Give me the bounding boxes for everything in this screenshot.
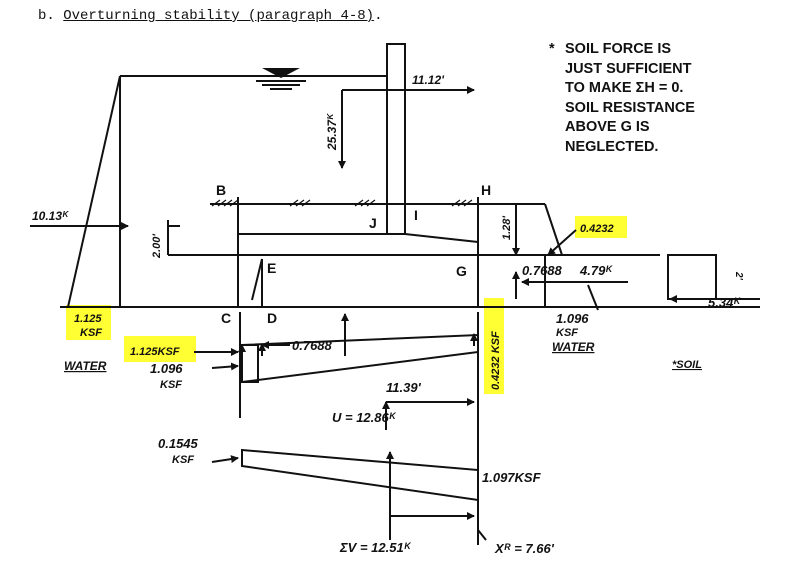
- dim-1-28: 1.28': [501, 216, 513, 240]
- ksf-1-096-right: KSF: [556, 327, 578, 339]
- heading-title: Overturning stability (paragraph 4-8): [63, 8, 375, 24]
- point-J: J: [369, 215, 377, 231]
- force-10-13: 10.13ᴷ: [32, 209, 69, 223]
- val-0-7688-right: 0.7688: [522, 263, 563, 278]
- wall-structure: [60, 43, 760, 308]
- highlight-0-4232-vertical: [484, 298, 504, 394]
- water-pressure-slope: [67, 75, 121, 308]
- val-0-4232-right: 0.4232: [580, 223, 614, 235]
- force-5-34: 5.34ᴷ: [708, 295, 741, 310]
- dist-11-39: 11.39': [386, 380, 422, 395]
- water-ksf-unit: KSF: [80, 327, 102, 339]
- soil-label: *SOIL: [672, 359, 702, 371]
- point-I: I: [414, 207, 418, 223]
- force-25-37: 25.37ᴷ: [325, 113, 339, 151]
- note-line: SOIL RESISTANCE: [565, 99, 695, 116]
- ksf-0-4232-vertical: 0.4232 KSF: [490, 331, 502, 390]
- heading-prefix: b.: [38, 8, 55, 24]
- soil-block: [667, 254, 717, 300]
- water-label-left: WATER: [64, 359, 107, 373]
- uplift-total: U = 12.86ᴷ: [332, 410, 397, 425]
- water-label-right: WATER: [552, 340, 595, 354]
- note-star: *: [549, 41, 555, 57]
- force-4-79: 4.79ᴷ: [579, 263, 613, 278]
- ksf-1-096-left: KSF: [160, 379, 182, 391]
- force-arrows: [167, 86, 760, 311]
- soil-wedge: [544, 203, 563, 256]
- soil-force-note: * SOIL FORCE IS JUST SUFFICIENT TO MAKE …: [549, 40, 765, 157]
- val-1-096-right: 1.096: [556, 311, 589, 326]
- note-line: SOIL FORCE IS: [565, 41, 672, 57]
- dim-2: 2': [733, 271, 744, 281]
- section-heading: b. Overturning stability (paragraph 4-8)…: [38, 8, 382, 24]
- note-line: TO MAKE ΣH = 0.: [565, 80, 684, 96]
- val-0-4232-pointer: [547, 229, 577, 256]
- pointer-1-096-left: [211, 362, 239, 371]
- point-G: G: [456, 263, 467, 279]
- note-line: ABOVE G IS: [565, 119, 650, 135]
- pointer-1-096: [587, 284, 599, 311]
- point-B: B: [216, 182, 226, 198]
- point-D: D: [267, 310, 277, 326]
- dist-11-12: 11.12': [412, 73, 445, 87]
- sum-v: ΣV = 12.51ᴷ: [339, 540, 412, 555]
- water-surface-icon: [256, 68, 306, 90]
- wall-stem: [386, 43, 406, 235]
- pointer-x-r: [477, 529, 487, 541]
- point-E: E: [267, 260, 276, 276]
- point-H: H: [481, 182, 491, 198]
- val-1-096-left: 1.096: [150, 361, 183, 376]
- pointer-0-1545: [211, 455, 239, 464]
- stem-slope: [404, 233, 479, 243]
- highlight-0-4232-right: [575, 216, 627, 238]
- val-0-7688-mid: 0.7688: [292, 338, 333, 353]
- ksf-0-1545: KSF: [172, 454, 194, 466]
- water-pressure-diagram: [30, 75, 388, 308]
- resultant-trapezoid: [241, 448, 479, 502]
- highlights: [66, 216, 627, 394]
- uplift-diagram: [194, 312, 479, 545]
- key-slope: [251, 258, 263, 301]
- note-line: JUST SUFFICIENT: [565, 60, 692, 77]
- water-ksf-value: 1.125: [74, 313, 102, 325]
- highlight-uplift-left: [124, 336, 196, 362]
- x-r: Xᴿ = 7.66': [494, 541, 555, 556]
- point-C: C: [221, 310, 231, 326]
- resultant-diagram: [211, 448, 487, 541]
- dim-2-00: 2.00': [151, 234, 163, 259]
- val-1-097: 1.097KSF: [482, 470, 542, 485]
- uplift-trapezoid: [241, 333, 479, 384]
- uplift-left-value: 1.125KSF: [130, 346, 180, 358]
- note-line: NEGLECTED.: [565, 138, 659, 155]
- highlight-1125: [66, 305, 111, 340]
- ground-hatch: [211, 199, 473, 207]
- heading-suffix: .: [374, 8, 383, 24]
- uplift-key-block: [241, 344, 259, 383]
- val-0-1545: 0.1545: [158, 436, 199, 451]
